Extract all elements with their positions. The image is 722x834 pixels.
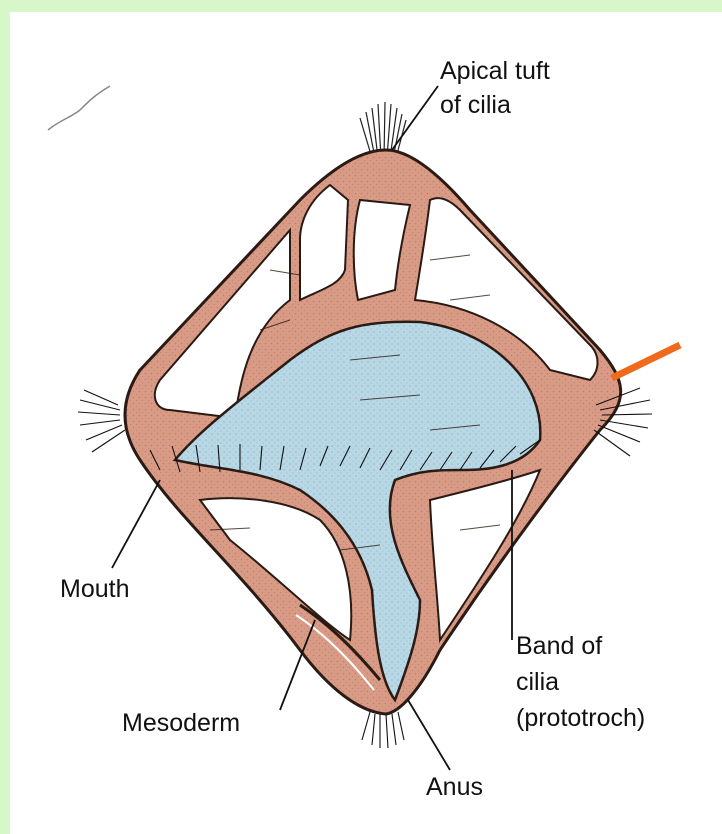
label-apical-tuft: Apical tuft of cilia — [440, 54, 550, 122]
label-apical-tuft-line1: Apical tuft — [440, 54, 550, 88]
label-mesoderm: Mesoderm — [122, 708, 240, 738]
label-apical-tuft-line2: of cilia — [440, 88, 550, 122]
orange-arrow — [612, 345, 680, 378]
label-band-line2: cilia — [516, 664, 645, 700]
label-mouth: Mouth — [60, 574, 129, 604]
label-anus: Anus — [426, 772, 483, 802]
decorative-squiggle — [48, 86, 110, 130]
leader-apical — [392, 86, 438, 150]
lower-cavity-right — [430, 470, 540, 640]
leader-mouth — [112, 480, 160, 568]
label-band-of-cilia: Band of cilia (prototroch) — [516, 628, 645, 736]
label-band-line1: Band of — [516, 628, 645, 664]
leader-anus — [408, 700, 450, 770]
label-band-line3: (prototroch) — [516, 700, 645, 736]
